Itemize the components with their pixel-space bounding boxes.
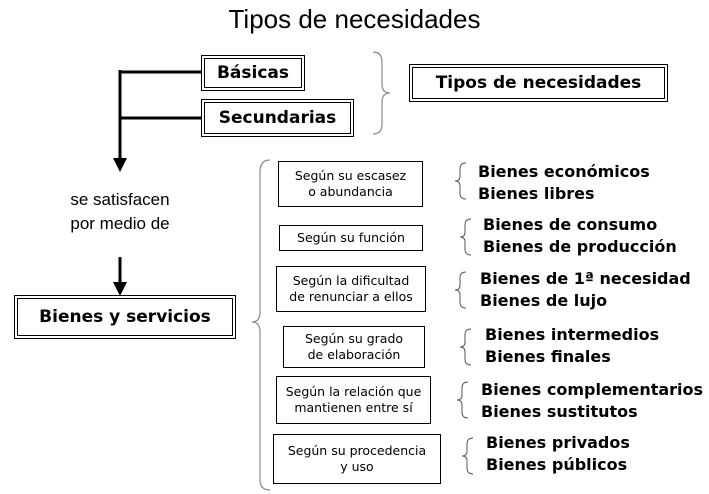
goods-list-renunciation: Bienes de 1ª necesidad Bienes de lujo	[480, 268, 691, 312]
goods-list-scarcity: Bienes económicos Bienes libres	[478, 161, 650, 205]
goods-item: Bienes económicos	[478, 162, 650, 181]
goods-item: Bienes sustitutos	[481, 402, 638, 421]
goods-list-function: Bienes de consumo Bienes de producción	[483, 214, 677, 258]
goods-item: Bienes privados	[486, 433, 630, 452]
criterion-origin: Según su procedencia y uso	[273, 434, 441, 484]
goods-item: Bienes complementarios	[481, 380, 704, 399]
goods-services-box: Bienes y servicios	[14, 295, 236, 339]
secondary-needs-box: Secundarias	[201, 99, 354, 137]
goods-item: Bienes públicos	[486, 455, 628, 474]
basic-needs-box: Básicas	[201, 55, 305, 91]
needs-types-box: Tipos de necesidades	[409, 64, 668, 102]
criterion-scarcity: Según su escasez o abundancia	[278, 161, 423, 207]
goods-item: Bienes libres	[478, 184, 595, 203]
goods-list-relationship: Bienes complementarios Bienes sustitutos	[481, 379, 703, 423]
goods-item: Bienes intermedios	[485, 325, 660, 344]
goods-list-elaboration: Bienes intermedios Bienes finales	[485, 324, 659, 368]
goods-item: Bienes de 1ª necesidad	[480, 269, 691, 288]
page-title: Tipos de necesidades	[228, 4, 481, 34]
criterion-relationship: Según la relación que mantienen entre sí	[276, 376, 431, 424]
goods-item: Bienes de producción	[483, 237, 677, 256]
goods-item: Bienes de consumo	[483, 215, 658, 234]
goods-list-origin: Bienes privados Bienes públicos	[486, 432, 630, 476]
criterion-renunciation: Según la dificultad de renunciar a ellos	[276, 266, 426, 312]
criterion-elaboration: Según su grado de elaboración	[283, 326, 425, 368]
satisfied-by-label: se satisfacen por medio de	[70, 190, 170, 233]
goods-item: Bienes de lujo	[480, 291, 608, 310]
criterion-function: Según su función	[279, 225, 423, 251]
goods-item: Bienes finales	[485, 347, 611, 366]
